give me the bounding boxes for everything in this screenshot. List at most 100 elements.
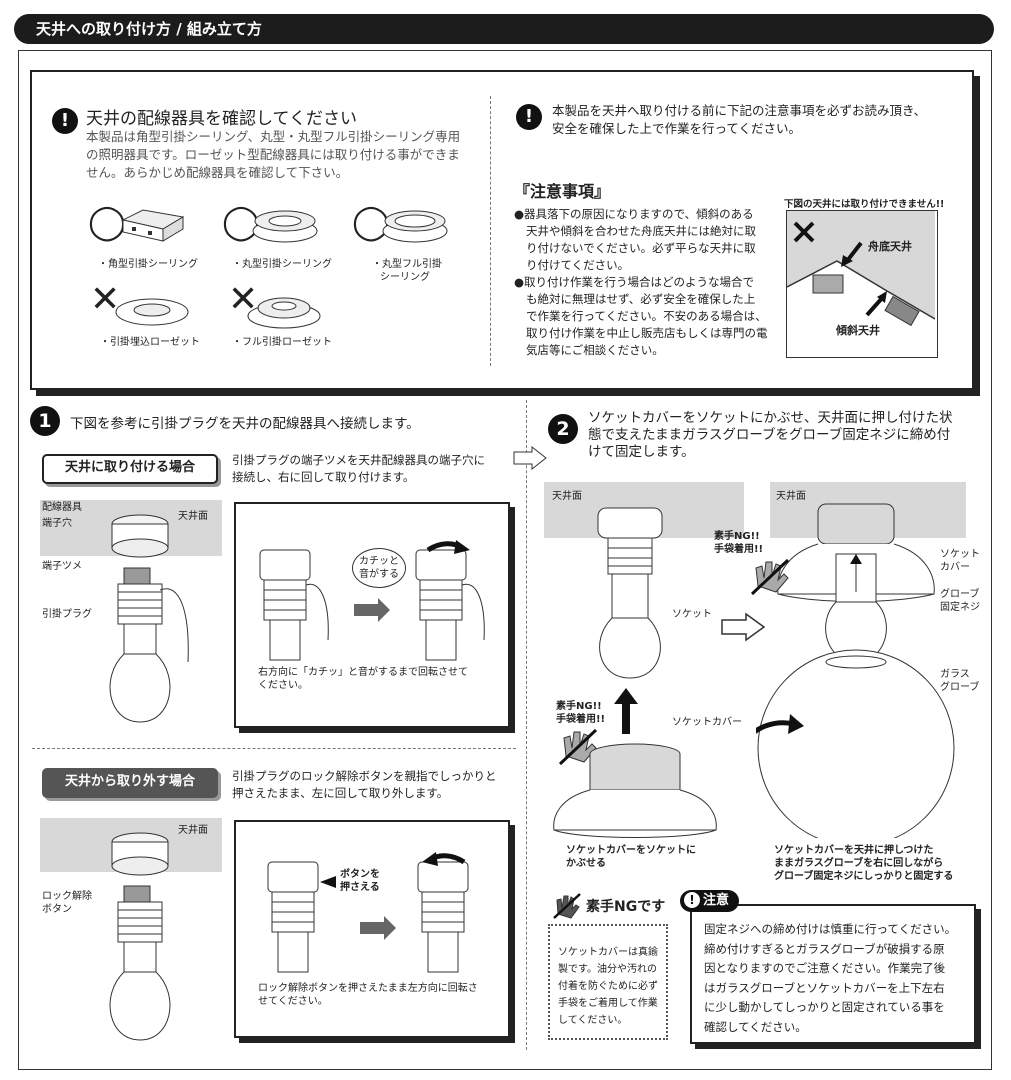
check-heading: 天井の配線器具を確認してください: [86, 109, 357, 129]
round-ceiling-fixture-icon: [252, 210, 318, 243]
attach-label: 天井に取り付ける場合: [42, 454, 218, 484]
cover-label-line: ソケット: [940, 549, 980, 560]
click-bubble-line: カチッと: [359, 556, 399, 567]
remove-note-line: せてください。: [258, 996, 328, 1007]
ceiling-box-title: 下図の天井には取り付けできません!!: [784, 199, 945, 210]
step2-title-line: けて固定します。: [588, 444, 695, 460]
cover-label: ソケット カバー: [940, 548, 980, 574]
ng-item-full: ・フル引掛ローゼット: [232, 337, 332, 348]
warning-icon: !: [52, 108, 78, 134]
remove-desc: 引掛プラグのロック解除ボタンを親指でしっかりと 押さえたまま、左に回して取り外し…: [232, 768, 497, 802]
caution-line: も絶対に無理はせず、必ず安全を確保した上: [526, 292, 756, 306]
hole-label: 端子穴: [42, 518, 72, 529]
ok-item-square: ・角型引掛シーリング: [98, 259, 198, 270]
ng-hand-line: 手袋着用!!: [714, 544, 764, 555]
ng-note-line: 手袋をご着用して作業: [558, 998, 658, 1009]
ng-hand-line: 素手NG!!: [556, 701, 602, 712]
right-arrow-icon: [721, 612, 766, 642]
device-label: 配線器具: [42, 502, 82, 513]
check-body-line: の照明器具です。ローゼット型配線器具には取り付ける事ができま: [86, 147, 460, 162]
caption-left: ソケットカバーをソケットに かぶせる: [566, 844, 696, 870]
ng-title: 素手NGです: [586, 899, 666, 915]
ng-mark-icon: ✕: [90, 279, 121, 320]
attention-line: 因となりますのでご注意ください。作業完了後: [704, 961, 946, 975]
attach-rotate-illustration: [259, 540, 485, 661]
caution-items: ●器具落下の原因になりますので、傾斜のある 天井や傾斜を合わせた舟底天井には絶対…: [514, 206, 784, 359]
ok-item-line: シーリング: [380, 272, 430, 283]
claw-label: 端子ツメ: [42, 561, 82, 572]
lock-label-line: ボタン: [42, 904, 72, 915]
attach-desc-line: 接続し、右に回して取り付けます。: [232, 470, 415, 484]
ng-hand-line: 手袋着用!!: [556, 714, 606, 725]
no-bare-hand-icon: [553, 893, 581, 919]
check-body-line: せん。あらかじめ配線器具を確認して下さい。: [86, 165, 349, 180]
click-bubble: カチッと 音がする: [352, 548, 406, 588]
ok-item-line: ・丸型フル引掛: [372, 259, 442, 270]
attach-desc: 引掛プラグの端子ツメを天井配線器具の端子穴に 接続し、右に回して取り付けます。: [232, 452, 485, 486]
caption-right-line: ままガラスグローブを右に回しながら: [774, 858, 944, 869]
socket-bulb-illustration: [597, 507, 663, 679]
caution-line: 気店等にご相談ください。: [526, 343, 664, 357]
square-ceiling-fixture-icon: [121, 209, 185, 242]
ng-note-line: してください。: [558, 1015, 628, 1026]
remove-rotate-illustration: [267, 852, 469, 973]
caution-line: 天井や傾斜を合わせた舟底天井には絶対に取: [526, 224, 756, 238]
step2-title: ソケットカバーをソケットにかぶせ、天井面に押し付けた状 態で支えたままガラスグロ…: [588, 410, 953, 461]
attach-note-line: 右方向に「カチッ」と音がするまで回転させて: [258, 667, 468, 678]
press-label: ボタンを 押さえる: [340, 868, 380, 894]
round-full-ceiling-fixture-icon: [382, 210, 448, 243]
content-frame: [18, 50, 992, 1070]
header-title: 天井への取り付け方 / 組み立て方: [36, 20, 262, 38]
socket-cover-illustration: [553, 743, 717, 838]
step1-divider: [32, 748, 516, 749]
check-body: 本製品は角型引掛シーリング、丸型・丸型フル引掛シーリング専用 の照明器具です。ロ…: [86, 128, 460, 182]
embedded-rosette-icon: [115, 298, 189, 326]
ng-note-box: ソケットカバーは真鍮 製です。油分や汚れの 付着を防ぐために必ず 手袋をご着用し…: [548, 924, 668, 1040]
ng-hand-line: 素手NG!!: [714, 531, 760, 542]
attention-line: はガラスグローブとソケットカバーを上下左右: [704, 980, 945, 995]
plug-label: 引掛プラグ: [42, 609, 92, 620]
caution-title: 『注意事項』: [514, 182, 611, 201]
remove-plug-illustration: [109, 832, 171, 1041]
unsupported-ceiling-diagram: [786, 210, 938, 358]
ng-hand-label-right: 素手NG!! 手袋着用!!: [714, 530, 763, 556]
check-body-line: 本製品は角型引掛シーリング、丸型・丸型フル引掛シーリング専用: [86, 129, 461, 144]
up-arrow-icon: [614, 688, 638, 734]
attention-box: [690, 904, 976, 1044]
attention-badge: !注意: [680, 890, 740, 912]
glass-label-line: ガラス: [940, 669, 970, 680]
caution-line: 取り付け作業を中止し販売店もしくは専門の電: [526, 326, 768, 340]
ng-item-embedded: ・引掛埋込ローゼット: [100, 337, 200, 348]
caution-intro-line: 安全を確保した上で作業を行ってください。: [552, 121, 802, 136]
caption-right-line: ソケットカバーを天井に押しつけた: [774, 845, 934, 856]
lock-label: ロック解除 ボタン: [42, 890, 92, 916]
full-rosette-icon: [247, 297, 321, 329]
caution-line: り付けてください。: [526, 258, 630, 272]
attention-line: に少し動かしてしっかりと固定されている事を: [704, 1000, 945, 1014]
ng-hand-label-left: 素手NG!! 手袋着用!!: [556, 700, 605, 726]
screw-label-line: グローブ: [940, 589, 980, 600]
ng-note-line: ソケットカバーは真鍮: [558, 947, 658, 958]
caution-intro: 本製品を天井へ取り付ける前に下記の注意事項を必ずお読み頂き、 安全を確保した上で…: [552, 102, 926, 138]
step2-title-line: ソケットカバーをソケットにかぶせ、天井面に押し付けた状: [588, 410, 953, 426]
glass-label: ガラス グローブ: [940, 668, 979, 694]
step2-number: 2: [548, 414, 578, 444]
remove-desc-line: 押さえたまま、左に回して取り外します。: [232, 786, 449, 800]
step1-number: 1: [30, 406, 60, 436]
attention-line: 固定ネジへの締め付けは慎重に行ってください。: [704, 922, 957, 936]
caution-intro-line: 本製品を天井へ取り付ける前に下記の注意事項を必ずお読み頂き、: [552, 103, 927, 118]
exclamation-icon: !: [684, 892, 700, 908]
screw-label: グローブ 固定ネジ: [940, 588, 980, 614]
ceiling-label: 天井面: [178, 825, 208, 836]
caution-line: ●取り付け作業を行う場合はどのような場合で: [514, 275, 755, 289]
attention-title: 注意: [703, 893, 730, 908]
remove-label: 天井から取り外す場合: [42, 768, 218, 798]
ceiling-label: 天井面: [776, 491, 806, 502]
click-bubble-line: 音がする: [359, 569, 399, 580]
ok-mark-icon: ◯: [88, 202, 127, 242]
step1-title: 下図を参考に引掛プラグを天井の配線器具へ接続します。: [70, 416, 420, 432]
lock-label-line: ロック解除: [42, 891, 92, 902]
plug-and-bulb-illustration: [109, 514, 189, 723]
press-label-line: ボタンを: [340, 869, 380, 880]
glass-globe-illustration: [756, 503, 955, 838]
